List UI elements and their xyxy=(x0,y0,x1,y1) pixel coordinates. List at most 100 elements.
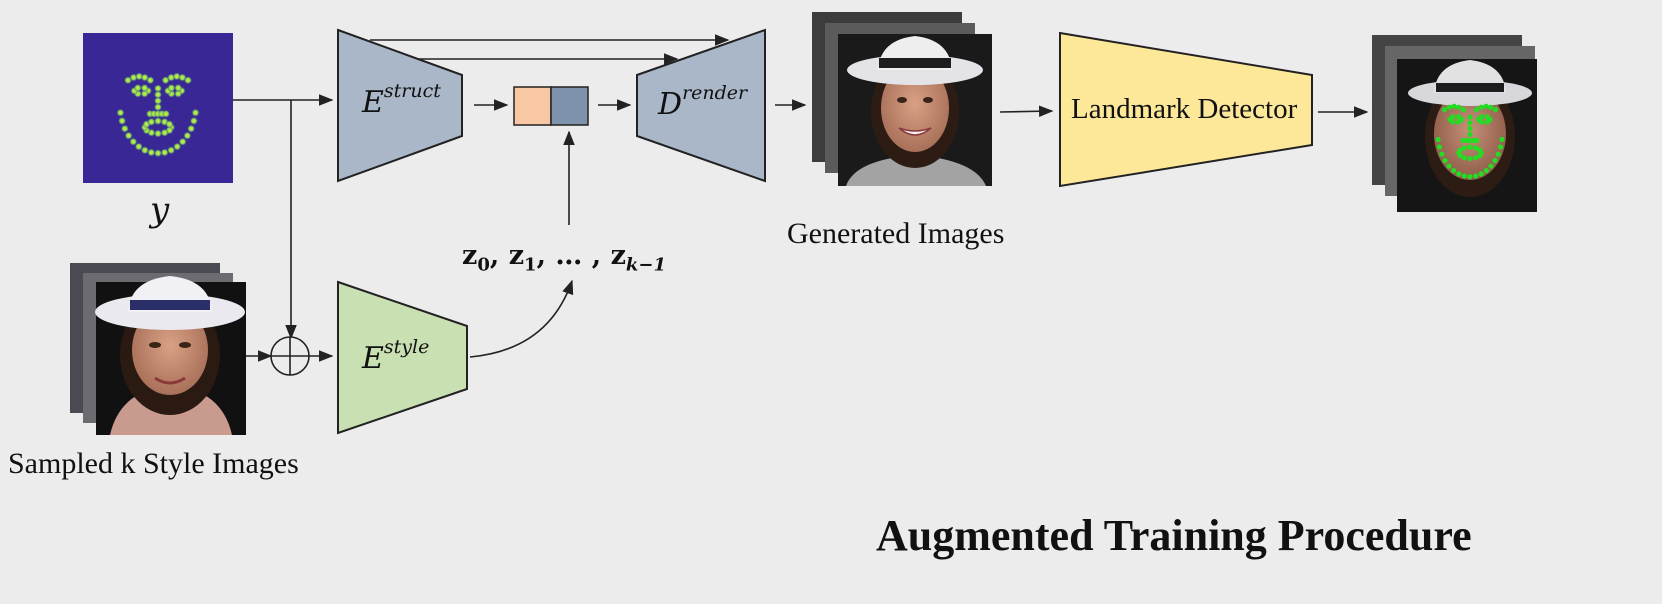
heatmap-point xyxy=(186,124,196,133)
structure-encoder-label: Estruct xyxy=(362,80,441,120)
structure-encoder-block xyxy=(337,28,463,183)
detected-landmark-point xyxy=(1436,144,1443,150)
renderer-symbol: D xyxy=(658,87,683,122)
detected-landmark-point xyxy=(1478,171,1484,177)
generated-images-label: Generated Images xyxy=(787,217,1005,250)
detected-landmark-points xyxy=(1435,103,1505,180)
detected-landmark-point xyxy=(1451,167,1457,174)
detected-landmark-point xyxy=(1492,107,1499,113)
style-image-stack xyxy=(70,263,246,435)
heatmap-point xyxy=(140,83,149,93)
arrow-style-encoder-to-codes xyxy=(469,279,574,358)
heatmap-point xyxy=(153,96,163,106)
heatmap-point xyxy=(165,119,174,129)
heatmap-point xyxy=(153,84,163,93)
detected-landmark-point xyxy=(1473,107,1480,113)
latent-style-code xyxy=(513,86,552,126)
style-images-label: Sampled k Style Images xyxy=(8,447,299,480)
style-encoder-block xyxy=(337,280,468,435)
heatmap-point xyxy=(140,89,149,98)
renderer-label: Drender xyxy=(658,82,747,122)
heatmap-point xyxy=(166,146,176,155)
latent-z1: z xyxy=(508,240,525,271)
heatmap-point xyxy=(178,137,187,146)
heatmap-point xyxy=(153,129,163,138)
detected-landmark-point xyxy=(1467,114,1473,120)
style-face-image xyxy=(95,276,245,435)
detected-landmark-point xyxy=(1483,167,1489,174)
heatmap-point xyxy=(133,83,142,93)
detected-landmark-point xyxy=(1467,144,1473,150)
detected-landmark-point xyxy=(1499,136,1505,143)
landmark-detector-block xyxy=(1059,31,1313,188)
latent-z1-sub: 1 xyxy=(524,254,537,276)
landmark-heatmap xyxy=(83,33,233,183)
detected-landmark-point xyxy=(1456,104,1462,110)
heatmap-point xyxy=(191,108,200,117)
detected-landmark-point xyxy=(1473,173,1479,179)
heatmap-point xyxy=(153,116,163,126)
connectors xyxy=(233,34,1369,362)
arrow-generated-to-detector xyxy=(999,105,1054,118)
detected-landmark-point xyxy=(1456,171,1462,177)
heatmap-point xyxy=(160,148,169,157)
detected-landmark-point xyxy=(1461,173,1467,179)
latent-sep-2: , xyxy=(536,240,556,271)
heatmap-point xyxy=(117,116,127,126)
latent-sep-1: , xyxy=(489,240,509,271)
latent-structure-code xyxy=(550,86,589,126)
detected-landmark-point xyxy=(1441,107,1448,113)
heatmap-point xyxy=(147,117,156,127)
style-encoder-superscript: style xyxy=(383,336,430,358)
detected-landmark-point xyxy=(1488,163,1494,169)
heatmap-point xyxy=(173,142,182,151)
heatmap-point xyxy=(153,90,163,99)
renderer-superscript: render xyxy=(682,82,748,104)
structure-encoder-symbol: E xyxy=(362,85,384,120)
heatmap-point xyxy=(183,131,192,140)
style-encoder-label: Estyle xyxy=(362,336,429,376)
heatmap-point xyxy=(120,124,130,133)
heatmap-point xyxy=(146,76,155,85)
detected-landmark-point xyxy=(1483,103,1489,109)
detected-landmark-point xyxy=(1450,114,1456,120)
detected-landmark-point xyxy=(1467,131,1473,137)
detected-landmark-point xyxy=(1456,114,1462,120)
heatmap-point xyxy=(129,137,138,146)
heatmap-point xyxy=(153,149,163,158)
detected-landmark-point xyxy=(1457,147,1463,153)
style-codes-label: z0, z1, … , zk−1 xyxy=(462,240,666,275)
detected-landmark-point xyxy=(1484,114,1490,120)
detected-landmark-point xyxy=(1492,157,1498,164)
structure-encoder-superscript: struct xyxy=(383,80,441,102)
sum-node xyxy=(270,336,310,376)
heatmap-point xyxy=(147,148,156,157)
detected-landmark-point xyxy=(1461,155,1467,161)
heatmap-point xyxy=(174,83,183,93)
detected-landmark-point xyxy=(1461,145,1467,151)
heatmap-point xyxy=(140,146,150,155)
figure-title: Augmented Training Procedure xyxy=(876,511,1472,560)
detected-landmark-point xyxy=(1456,119,1462,125)
heatmap-points xyxy=(116,72,200,158)
detected-landmark-point xyxy=(1495,151,1501,157)
latent-z0-sub: 0 xyxy=(477,254,490,276)
heatmap-point xyxy=(167,83,176,93)
heatmap-point xyxy=(160,128,169,137)
detected-landmark-point xyxy=(1446,104,1452,110)
detected-landmark-point xyxy=(1488,104,1494,110)
latent-zk-sub: k−1 xyxy=(625,254,666,276)
latent-sep-3: , xyxy=(582,240,611,271)
detected-landmark-point xyxy=(1439,151,1445,157)
latent-zk: z xyxy=(610,240,626,271)
style-encoder-symbol: E xyxy=(362,341,384,376)
heatmap-point xyxy=(174,89,183,98)
latent-dots: … xyxy=(555,240,583,271)
detected-landmark-point xyxy=(1478,104,1484,110)
landmark-detector-label: Landmark Detector xyxy=(1071,93,1298,125)
detected-landmark-point xyxy=(1467,120,1473,126)
latent-z0: z xyxy=(462,240,478,271)
detected-landmark-point xyxy=(1477,147,1483,153)
heatmap-point xyxy=(189,116,199,126)
